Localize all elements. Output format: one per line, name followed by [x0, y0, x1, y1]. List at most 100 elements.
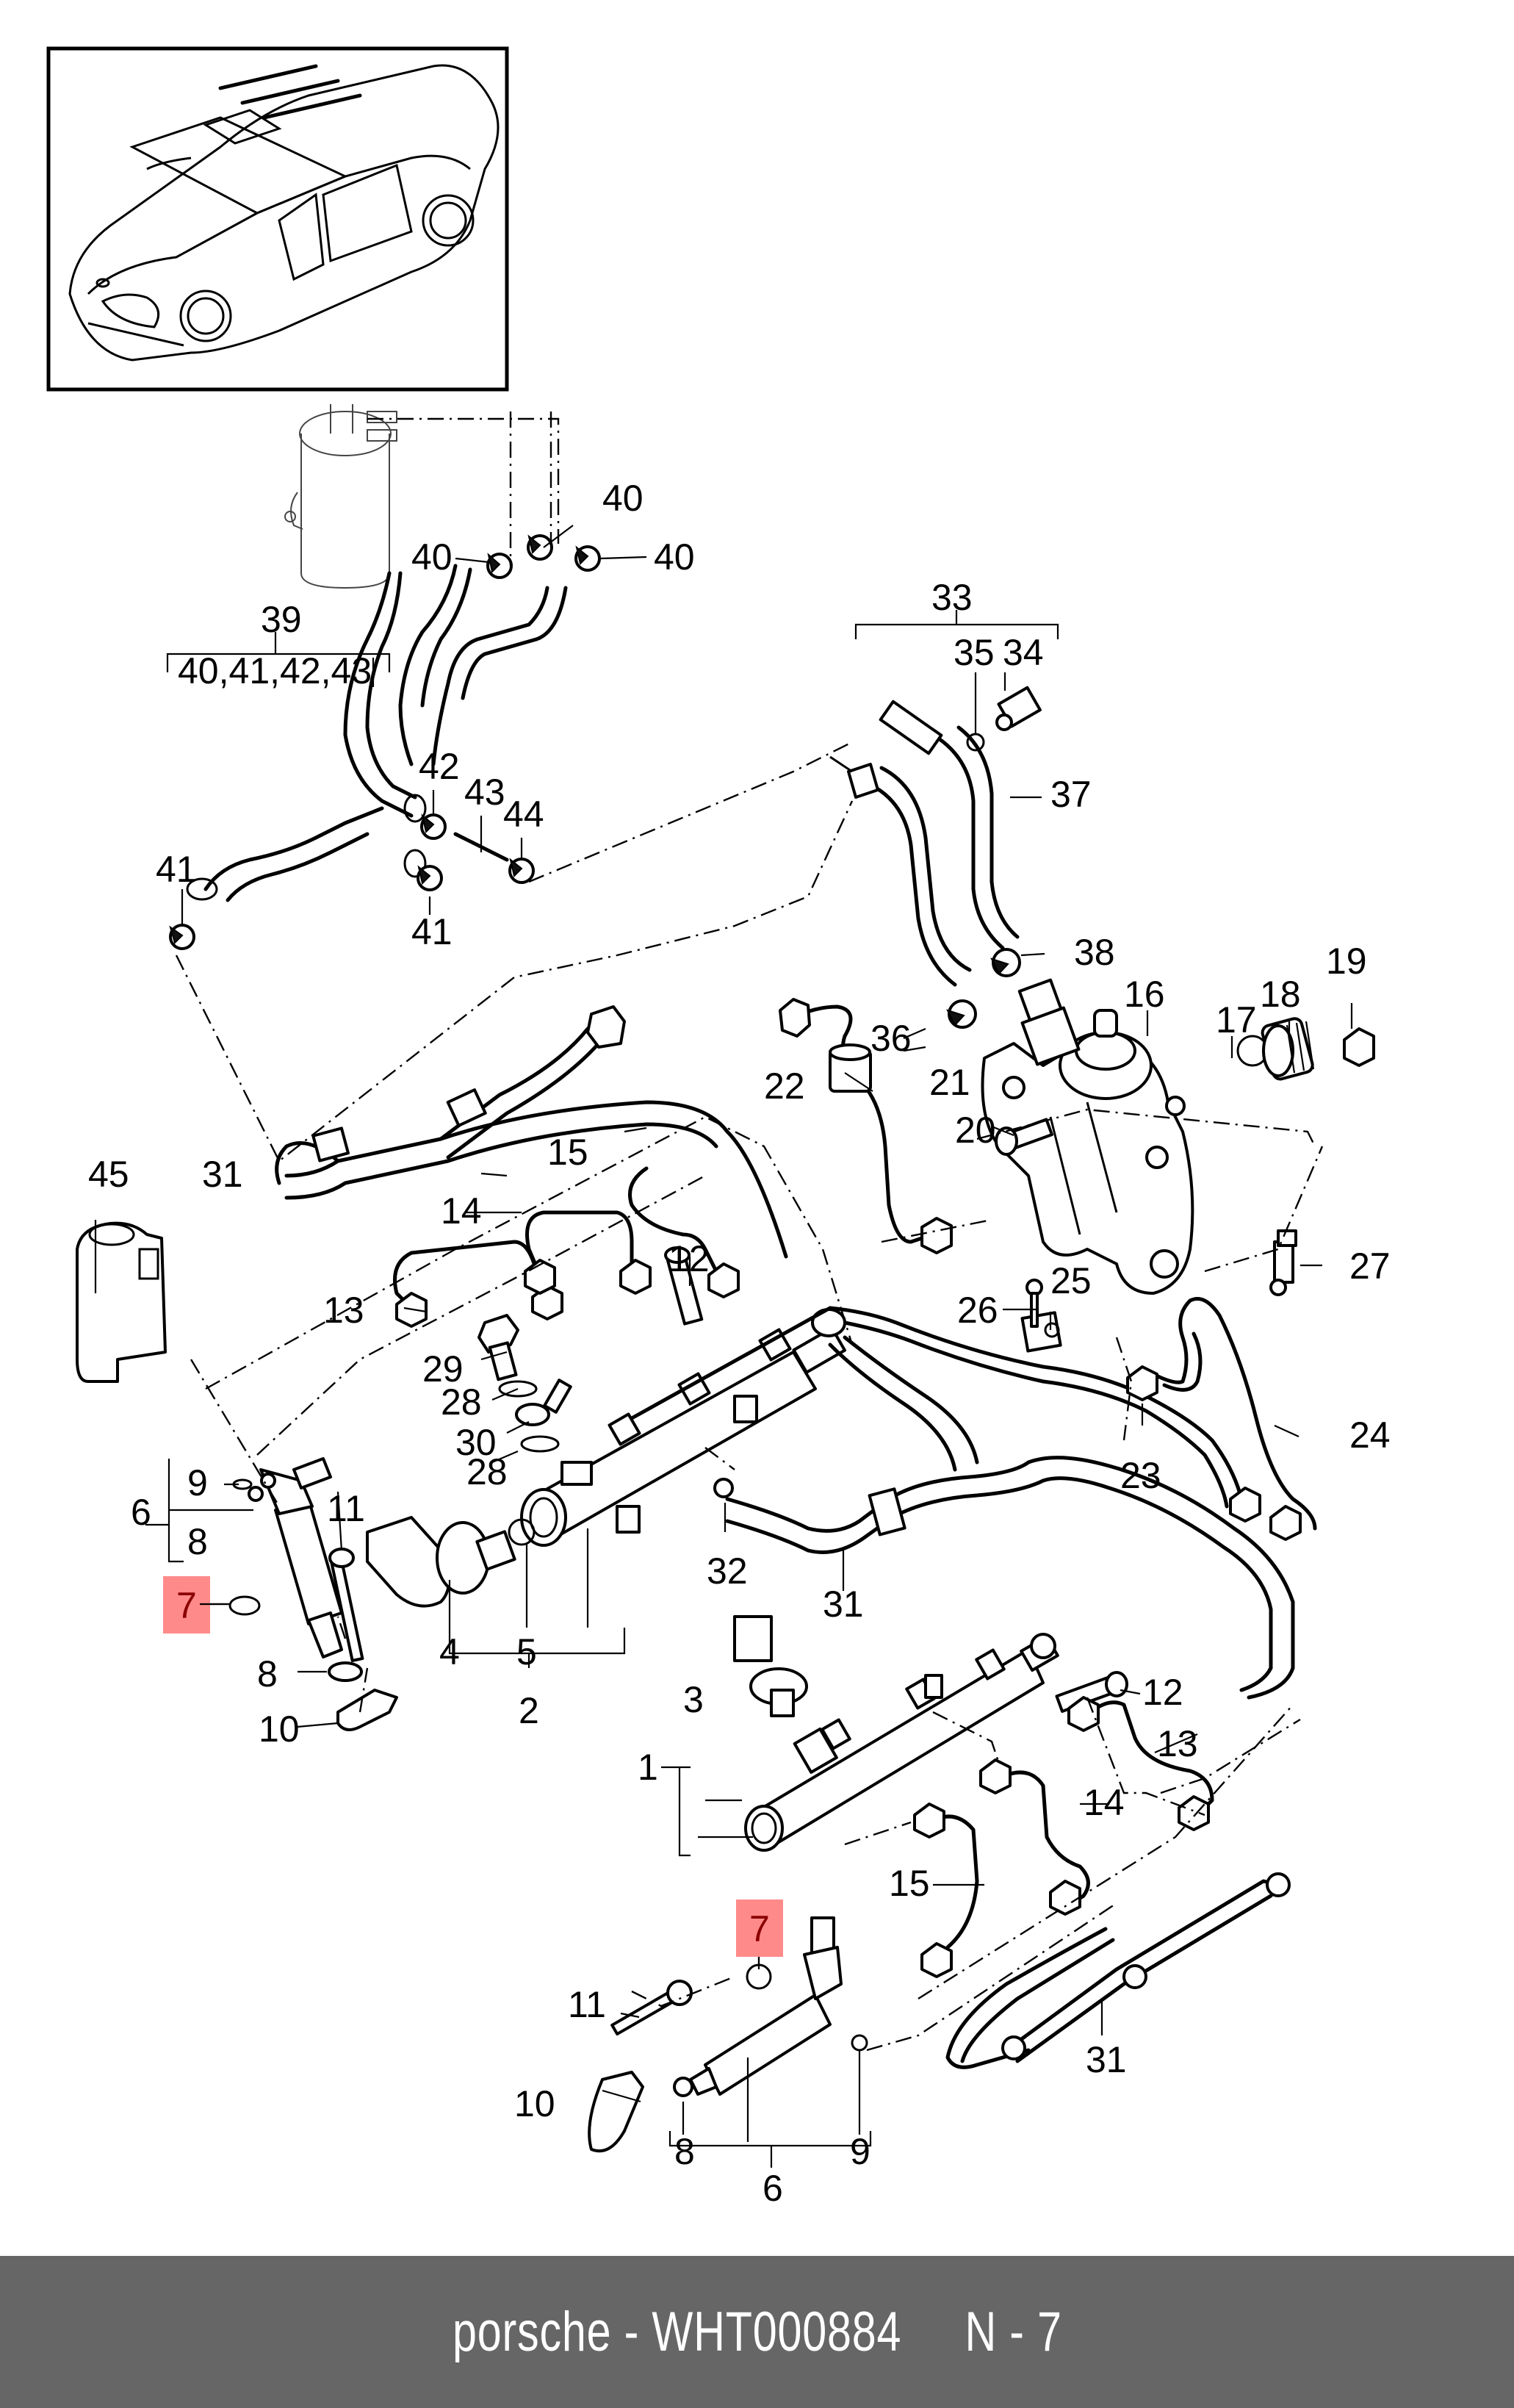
callout-7-label: 7: [749, 1908, 770, 1949]
callout-29: 29: [422, 1348, 464, 1390]
callout-34: 34: [1003, 632, 1044, 673]
clamp-claw-10-upper: [336, 1689, 398, 1731]
assembly-guide-lines: [175, 411, 1324, 2052]
callout-33: 33: [931, 577, 973, 618]
callout-12: 12: [1142, 1672, 1183, 1713]
callout-9: 9: [187, 1462, 208, 1503]
callout-11: 11: [568, 1984, 606, 2025]
callout-26: 26: [957, 1290, 998, 1331]
footer-part-reference: porsche - WHT000884 N - 7: [452, 2301, 1062, 2363]
pressure-sensor-3: [733, 1615, 808, 1717]
leak-off-line-31: [725, 1335, 1295, 1700]
vehicle-thumbnail: [46, 46, 509, 392]
callout-12: 12: [668, 1238, 710, 1279]
callout-45: 45: [88, 1154, 129, 1195]
callout-6: 6: [763, 2168, 783, 2209]
callout-16: 16: [1124, 974, 1165, 1015]
callout-31: 31: [1086, 2039, 1127, 2080]
banjo-fitting-30: [515, 1379, 572, 1426]
callout-40: 40: [411, 536, 453, 578]
bushing-22: [829, 1043, 872, 1093]
callout-20: 20: [955, 1110, 996, 1151]
fuel-rail-1: [744, 1633, 1059, 1852]
bolt-11-upper: [328, 1548, 364, 1662]
callout-13: 13: [1157, 1723, 1198, 1764]
injector-cover-45: [76, 1221, 167, 1383]
callout-18: 18: [1260, 974, 1301, 1015]
callout-38: 38: [1074, 932, 1115, 973]
footer-bar: porsche - WHT000884 N - 7: [0, 2256, 1514, 2408]
pressure-line-21: [779, 998, 953, 1254]
callout-31: 31: [823, 1584, 864, 1625]
washer-8-lower: [673, 2077, 693, 2097]
callout-27: 27: [1349, 1246, 1391, 1287]
bolt-12: [664, 1246, 704, 1326]
callout-19: 19: [1326, 941, 1367, 982]
callout-8: 8: [674, 2131, 695, 2172]
callout-44: 44: [503, 794, 544, 835]
callout-23: 23: [1120, 1455, 1161, 1496]
callout-41: 41: [411, 911, 453, 952]
callout-9: 9: [850, 2131, 870, 2172]
callout-39: 39: [261, 599, 302, 640]
callout-25: 25: [1050, 1260, 1092, 1301]
washer-8: [328, 1661, 363, 1682]
callout-42: 42: [419, 746, 460, 787]
callout-15: 15: [889, 1863, 930, 1904]
bolt-11-lower: [610, 1980, 693, 2036]
seal-32: [713, 1478, 734, 1498]
clamp-claw-10-lower: [588, 2071, 644, 2153]
washer-28: [520, 1435, 560, 1453]
drive-gear-18: [1261, 1017, 1315, 1081]
callout-35: 35: [954, 632, 995, 673]
nut-19: [1343, 1027, 1375, 1067]
highlighted-callout-7-upper[interactable]: 7: [163, 1576, 228, 1634]
injector-6-lower: [689, 1916, 843, 2096]
bolt-20: [995, 1118, 1053, 1156]
callout-41: 41: [156, 849, 197, 890]
callout-28: 28: [441, 1381, 482, 1423]
fuel-filter-housing: [284, 404, 397, 589]
valve-27: [1269, 1229, 1297, 1296]
washer-28: [498, 1380, 538, 1398]
callout-22: 22: [764, 1065, 805, 1107]
pressure-regulator-4: [366, 1516, 516, 1608]
callout-1: 1: [638, 1747, 658, 1788]
callout-13: 13: [323, 1290, 364, 1331]
highlighted-callout-7-lower[interactable]: 7: [736, 1900, 783, 1963]
callout-3: 3: [683, 1679, 704, 1720]
callout-37: 37: [1050, 774, 1092, 815]
banjo-bolt-29: [477, 1314, 519, 1381]
callout-21: 21: [929, 1062, 970, 1103]
callout-labels: 40 40 40 39 40,41,42,43 42 43 44 41 41 3…: [88, 478, 1391, 2209]
seal-9-lower: [851, 2034, 868, 2052]
bracket-25: [1020, 1311, 1062, 1353]
hose-clamp-40: [486, 534, 601, 579]
callout-15: 15: [547, 1132, 588, 1173]
hose-clamps-41-42-44: [169, 813, 535, 950]
injector-lines-upper: [275, 1005, 788, 1328]
callout-14: 14: [1084, 1782, 1125, 1823]
callout-40: 40: [654, 536, 695, 578]
callout-43: 43: [464, 772, 505, 813]
callout-32: 32: [707, 1550, 748, 1592]
injector-6-upper: [248, 1457, 343, 1658]
callout-10: 10: [514, 2083, 555, 2124]
callout-11: 11: [327, 1488, 365, 1529]
callout-31: 31: [202, 1154, 243, 1195]
leak-off-line-31-lower: [945, 1872, 1291, 2069]
parts-diagram: 40 40 40 39 40,41,42,43 42 43 44 41 41 3…: [46, 46, 1391, 2209]
callout-40: 40: [602, 478, 644, 519]
callout-10: 10: [259, 1708, 300, 1750]
callout-7-label: 7: [176, 1585, 197, 1626]
callout-8: 8: [257, 1653, 278, 1694]
leak-off-line-assembly: [829, 700, 1020, 987]
callout-6: 6: [131, 1492, 151, 1533]
callout-4: 4: [439, 1631, 460, 1672]
callout-28: 28: [466, 1451, 508, 1492]
suv-illustration: [68, 64, 500, 362]
fuel-rail-2: [520, 1306, 846, 1547]
callout-8: 8: [187, 1521, 208, 1562]
seal-5: [508, 1518, 536, 1546]
callout-5: 5: [516, 1631, 537, 1672]
